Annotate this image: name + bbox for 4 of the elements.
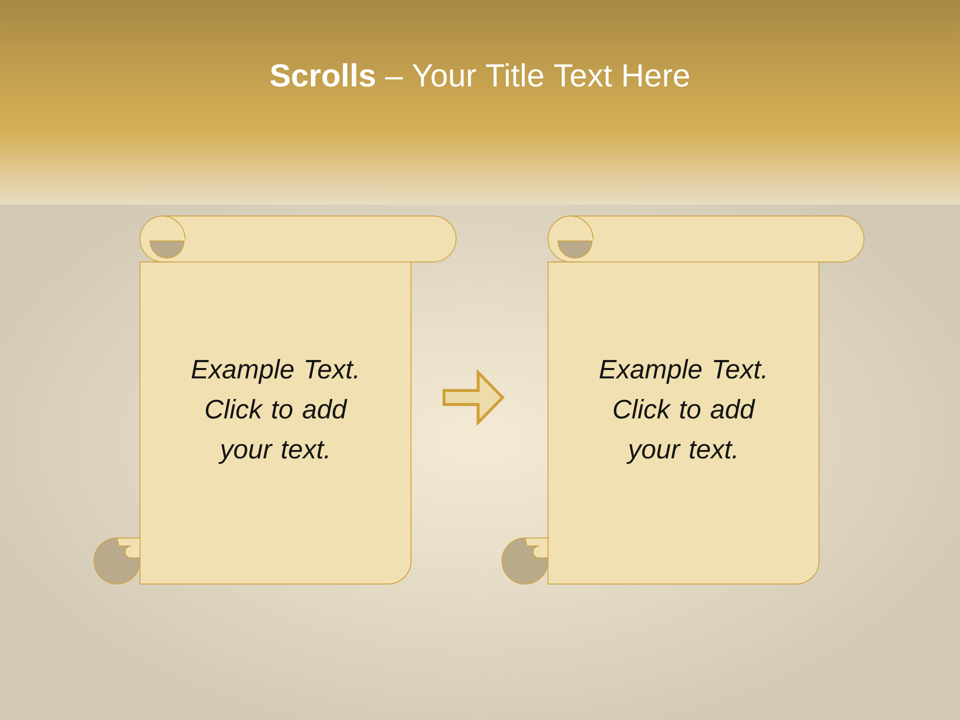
block-arrow (442, 368, 505, 426)
title: Scrolls – Your Title Text Here (270, 63, 689, 87)
scroll: Example Text. Click to add your text. (502, 216, 864, 584)
scroll: Example Text. Click to add your text. (94, 216, 456, 584)
